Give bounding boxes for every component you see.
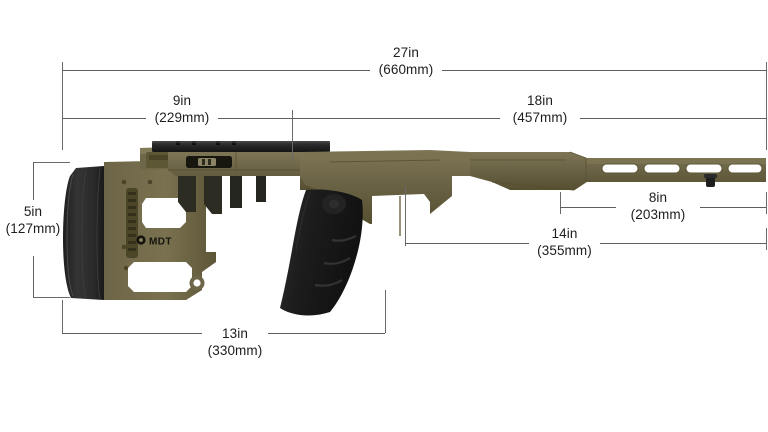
svg-text:MDT: MDT — [149, 237, 172, 248]
dimension-line-height-lower — [33, 256, 34, 297]
dimension-value-inches: 5in — [23, 204, 43, 219]
forend — [470, 151, 766, 191]
dimension-value-inches: 27in — [393, 45, 419, 60]
mdt-logo: MDT — [136, 235, 172, 248]
dimension-line-grip-muzzle-right — [600, 243, 766, 244]
dimension-label-stock-height: 5in (127mm) — [0, 203, 70, 238]
trigger-guard — [372, 194, 430, 236]
extension-line-right-action — [766, 110, 767, 150]
mlok-slot — [727, 163, 763, 174]
dimension-line-forend-left — [560, 207, 616, 208]
dimension-value-millimeters: (330mm) — [207, 343, 263, 359]
skeleton-cutout-lower — [128, 262, 192, 292]
extension-line-left-buttstock — [62, 110, 63, 150]
dimension-label-butt-grip-length: 13in (330mm) — [202, 325, 268, 360]
dimension-line-grip-muzzle-left — [405, 243, 529, 244]
extension-line-right-grip-muzzle — [766, 228, 767, 250]
sling-ring — [189, 275, 205, 291]
mlok-slot — [643, 163, 681, 174]
dimension-value-millimeters: (660mm) — [378, 62, 434, 78]
extension-line-left-overall — [62, 62, 63, 120]
extension-line-left-grip-muzzle — [405, 186, 406, 246]
dimension-line-butt-grip-left — [62, 333, 202, 334]
dimension-value-inches: 8in — [648, 190, 668, 205]
dimension-line-action-right — [580, 118, 766, 119]
dimension-line-buttstock-left — [62, 118, 146, 119]
dimension-label-action-length: 18in (457mm) — [500, 92, 580, 127]
ejection-port — [186, 156, 232, 168]
extension-line-left-butt-grip — [62, 300, 63, 333]
extension-line-right-overall — [766, 62, 767, 120]
dimension-line-overall-left — [62, 70, 370, 71]
dimension-value-inches: 14in — [551, 226, 578, 241]
extension-line-right-butt-grip — [385, 290, 386, 333]
dimension-value-inches: 13in — [222, 326, 248, 341]
mlok-slot — [601, 163, 639, 174]
skeleton-cutout-upper — [142, 198, 186, 228]
dimension-label-forend-length: 8in (203mm) — [616, 189, 700, 224]
sling-stud — [704, 174, 717, 187]
dimension-value-millimeters: (355mm) — [537, 243, 592, 259]
dimension-label-grip-muzzle-length: 14in (355mm) — [529, 225, 600, 260]
mlok-slot — [685, 163, 723, 174]
dimension-label-buttstock-length: 9in (229mm) — [146, 92, 218, 127]
extension-line-left-forend — [560, 192, 561, 214]
dimension-label-overall-length: 27in (660mm) — [370, 44, 442, 79]
pistol-grip — [280, 189, 363, 316]
extension-line-right-buttstock — [292, 110, 293, 162]
chassis-midsection — [300, 150, 470, 236]
receiver — [152, 141, 330, 214]
adjustment-rail — [126, 188, 138, 258]
dimension-line-butt-grip-right — [268, 333, 385, 334]
dimension-value-millimeters: (457mm) — [512, 110, 568, 126]
dimension-line-buttstock-right — [218, 118, 292, 119]
dimension-value-millimeters: (229mm) — [154, 110, 210, 126]
top-rail — [152, 141, 330, 152]
dimension-value-inches: 18in — [527, 93, 553, 108]
dimension-value-millimeters: (127mm) — [5, 221, 61, 237]
cheek-riser — [146, 152, 198, 168]
extension-line-right-forend — [766, 192, 767, 214]
buttstock-frame: MDT — [104, 146, 236, 300]
dimension-line-action-left — [292, 118, 500, 119]
dimension-line-forend-right — [700, 207, 766, 208]
dimension-line-height-upper — [33, 162, 34, 200]
dimension-value-inches: 9in — [172, 93, 192, 108]
dimension-value-millimeters: (203mm) — [630, 207, 686, 223]
extension-line-top-height — [33, 162, 70, 163]
extension-line-bottom-height — [33, 297, 70, 298]
butt-pad — [63, 166, 123, 301]
dimension-line-overall-right — [442, 70, 766, 71]
magazine-well — [178, 176, 266, 214]
